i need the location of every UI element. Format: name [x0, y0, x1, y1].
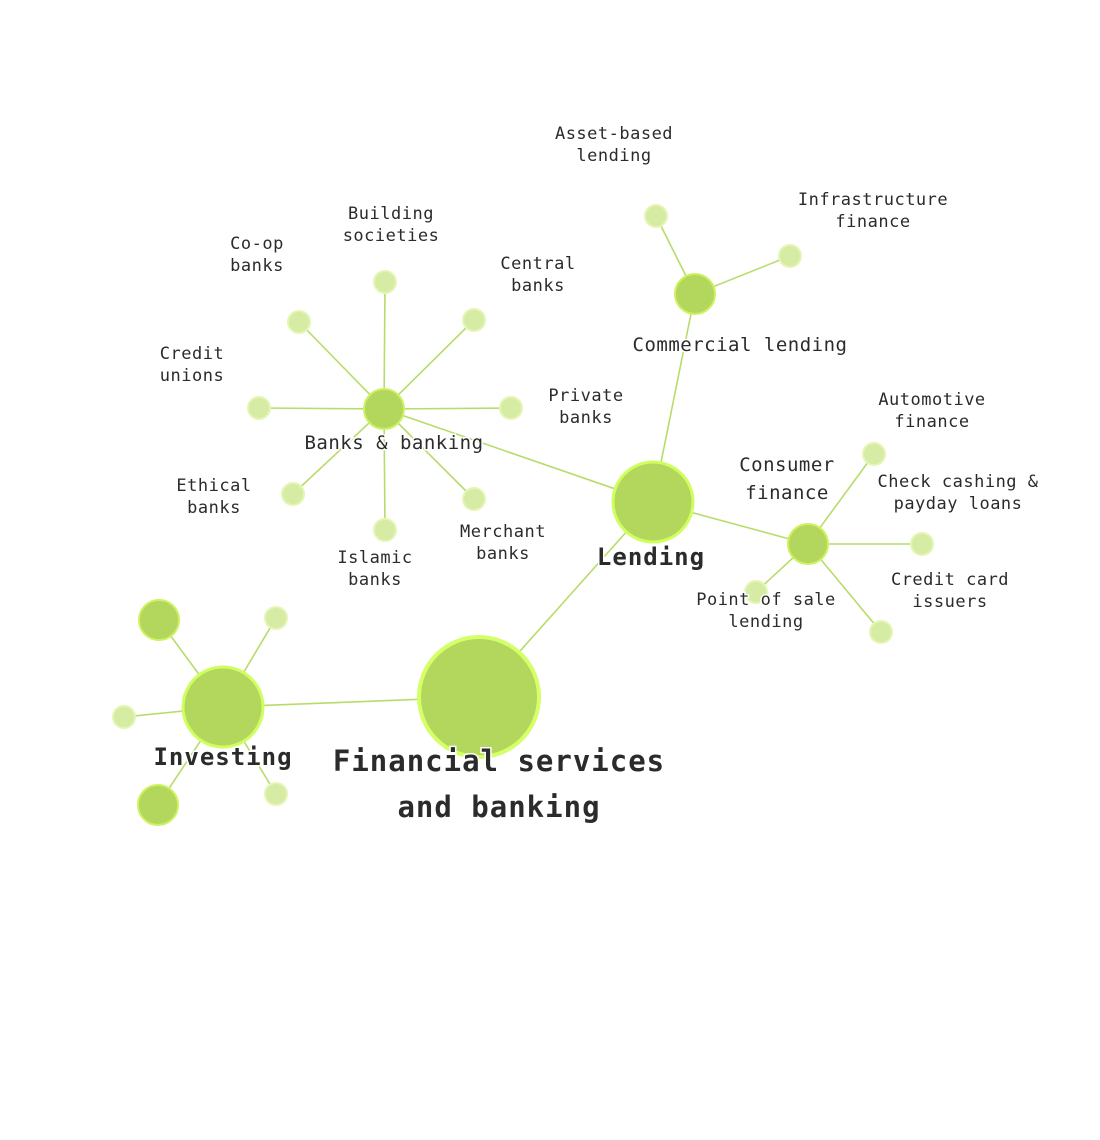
label-ethical-banks-line-1: Ethical [176, 476, 251, 496]
node-point-of-sale-lending[interactable] [744, 580, 768, 604]
node-investing-child-2[interactable] [264, 606, 288, 630]
label-lending: Lending [597, 543, 705, 571]
label-private-banks-line-1: Private [548, 386, 623, 406]
node-islamic-banks[interactable] [373, 518, 397, 542]
label-banks-banking-line-1: Banks & banking [304, 432, 483, 454]
label-infrastructure-finance-line-1: Infrastructure [798, 190, 948, 210]
label-asset-based-lending-line-2: lending [576, 146, 651, 166]
label-merchant-banks-line-1: Merchant [460, 522, 546, 542]
label-point-of-sale-lending-line-1: Point of sale [696, 590, 836, 610]
label-building-societies-line-2: societies [343, 226, 440, 246]
node-investing-child-3[interactable] [112, 705, 136, 729]
node-banks-banking[interactable] [363, 388, 405, 430]
label-islamic-banks-line-1: Islamic [337, 548, 412, 568]
node-automotive-finance[interactable] [862, 442, 886, 466]
edge-lending-to-banks-banking [383, 408, 654, 503]
label-banks-banking: Banks & banking [304, 432, 483, 454]
label-lending-line-1: Lending [597, 543, 705, 571]
label-credit-unions-line-2: unions [160, 366, 224, 386]
node-coop-banks[interactable] [287, 310, 311, 334]
label-credit-card-issuers-line-1: Credit card [891, 570, 1009, 590]
label-coop-banks-line-2: banks [230, 256, 284, 276]
label-building-societies-line-1: Building [348, 204, 434, 224]
label-central-banks-line-2: banks [511, 276, 565, 296]
node-lending[interactable] [611, 460, 695, 544]
label-check-cashing-line-1: Check cashing & [877, 472, 1038, 492]
labels-layer: Financial services and banking LendingInve… [152, 123, 1040, 826]
node-investing-child-5[interactable] [264, 782, 288, 806]
node-check-cashing[interactable] [910, 532, 934, 556]
label-islamic-banks-line-2: banks [348, 570, 402, 590]
label-credit-unions-line-1: Credit [160, 344, 224, 364]
node-investing-child-1[interactable] [138, 599, 180, 641]
label-investing-line-1: Investing [153, 743, 292, 771]
label-coop-banks-line-1: Co-op [230, 234, 284, 254]
label-root-line-1: Financial services [333, 744, 665, 778]
label-consumer-finance-line-2: finance [745, 482, 829, 504]
node-consumer-finance[interactable] [787, 523, 829, 565]
node-ethical-banks[interactable] [281, 482, 305, 506]
label-consumer-finance-line-1: Consumer [739, 454, 835, 476]
label-root: Financial services and banking [333, 744, 665, 824]
label-credit-card-issuers-line-2: issuers [912, 592, 987, 612]
label-point-of-sale-lending-line-2: lending [728, 612, 803, 632]
edge-banks-banking-to-merchant-banks [383, 408, 475, 500]
label-automotive-finance-line-2: finance [894, 412, 969, 432]
label-consumer-finance: Consumer finance [739, 454, 835, 504]
node-investing[interactable] [181, 665, 265, 749]
node-investing-child-4[interactable] [137, 784, 179, 826]
label-commercial-lending-line-1: Commercial lending [633, 334, 848, 356]
node-asset-based-lending[interactable] [644, 204, 668, 228]
nodes-layer [112, 204, 934, 826]
node-private-banks[interactable] [499, 396, 523, 420]
label-automotive-finance-line-1: Automotive [878, 390, 985, 410]
edge-banks-banking-to-central-banks [383, 319, 475, 410]
node-building-societies[interactable] [373, 270, 397, 294]
label-infrastructure-finance-line-2: finance [835, 212, 910, 232]
label-private-banks-line-2: banks [559, 408, 613, 428]
label-central-banks-line-1: Central [500, 254, 575, 274]
edge-banks-banking-to-building-societies [383, 281, 386, 410]
label-root-line-2: and banking [397, 790, 600, 824]
label-check-cashing: Check cashing &payday loans [877, 472, 1038, 514]
label-asset-based-lending-line-1: Asset-based [555, 124, 673, 144]
node-infrastructure-finance[interactable] [778, 244, 802, 268]
node-commercial-lending[interactable] [674, 273, 716, 315]
node-credit-unions[interactable] [247, 396, 271, 420]
edge-banks-banking-to-private-banks [383, 407, 512, 410]
label-check-cashing-line-2: payday loans [894, 494, 1023, 514]
node-central-banks[interactable] [462, 308, 486, 332]
node-merchant-banks[interactable] [462, 487, 486, 511]
node-credit-card-issuers[interactable] [869, 620, 893, 644]
label-merchant-banks-line-2: banks [476, 544, 530, 564]
label-ethical-banks-line-2: banks [187, 498, 241, 518]
label-investing: Investing [153, 743, 292, 771]
label-commercial-lending: Commercial lending [633, 334, 848, 356]
node-root[interactable] [417, 635, 541, 759]
